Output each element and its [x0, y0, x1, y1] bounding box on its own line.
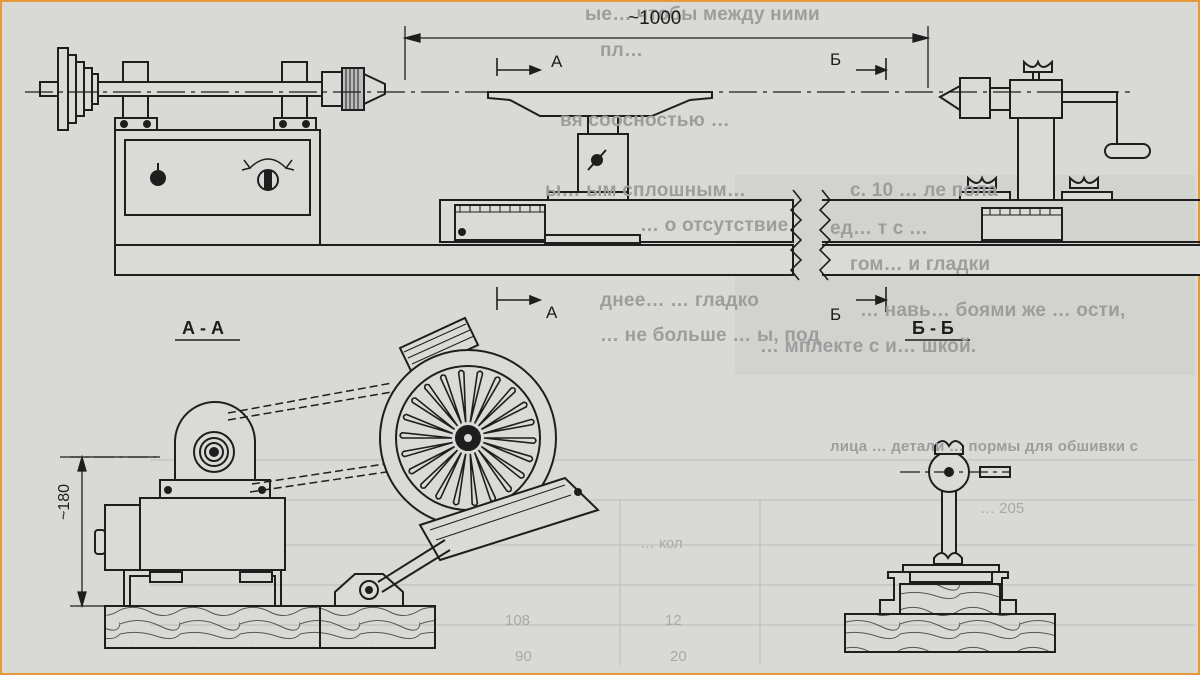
view-a-a-title: А - А — [182, 318, 224, 338]
dimension-height-label: ~180 — [56, 483, 73, 520]
fan-spoke — [480, 445, 525, 479]
tool-rest — [487, 91, 713, 201]
table-cell: … кол — [640, 535, 683, 552]
fan-spoke — [452, 453, 467, 506]
fan-spoke — [483, 441, 534, 463]
fan-spoke — [401, 441, 453, 458]
fan-spoke — [435, 452, 463, 500]
drive-belt — [227, 382, 393, 414]
rail-clamp — [454, 204, 641, 244]
bg-line: ед… т с … — [830, 218, 929, 239]
section-a-top-label: А — [551, 52, 563, 71]
fan-spoke — [473, 376, 501, 424]
section-marker-a — [496, 58, 543, 310]
table-caption: лица … детали … пормы для обшивки с — [830, 438, 1139, 455]
bg-line: пл… — [600, 40, 644, 61]
fan-spoke — [402, 413, 453, 435]
fan-spoke — [469, 370, 484, 423]
section-marker-b — [856, 58, 889, 312]
bg-line: вя соосностью … — [560, 110, 730, 131]
fan-spoke — [483, 418, 535, 435]
table-cell: 90 — [515, 648, 532, 665]
dimension-length — [402, 26, 931, 88]
lathe-elevation — [25, 26, 1200, 312]
bed-rail-right — [822, 245, 1200, 275]
fan-spoke — [477, 449, 513, 493]
section-a-bottom-label: А — [546, 303, 558, 322]
table-cell: 108 — [505, 612, 531, 629]
fan-spoke — [457, 369, 467, 423]
bg-line: гом… и гладки — [850, 254, 991, 275]
bg-line: … мплекте с и… шкой. — [760, 336, 977, 357]
wood-base-b — [844, 613, 1056, 653]
bg-line: ые… чтобы между ними — [585, 4, 820, 25]
motor-box — [139, 497, 286, 571]
bg-line: … навь… боями же … ости, — [860, 300, 1126, 321]
bg-line: днее… … гладко — [600, 290, 760, 311]
table-cell: 20 — [670, 648, 687, 665]
fan-spoke — [481, 401, 528, 431]
break-mark — [818, 189, 832, 281]
break-mark — [789, 189, 803, 281]
dimension-height — [70, 454, 160, 609]
dimension-length-label: ~1000 — [628, 8, 682, 29]
fan-spoke — [423, 383, 459, 427]
fan-spoke — [483, 437, 537, 445]
fan-spoke — [439, 374, 463, 424]
section-b-bottom-label: Б — [830, 305, 842, 324]
fan-spoke — [420, 449, 459, 489]
bed-rail — [114, 244, 794, 276]
bg-line: … о отсутствие — [640, 215, 789, 236]
view-b-b-title: Б - Б — [912, 318, 954, 338]
bg-line: ы… ым сплошным… — [545, 180, 747, 201]
hinge-bracket — [334, 539, 451, 607]
pulley — [57, 47, 99, 131]
bg-line: … не больше … ы, под — [600, 325, 820, 346]
drill-chuck — [321, 67, 386, 111]
table-cell: … 205 — [980, 500, 1025, 517]
section-b-b — [844, 339, 1056, 653]
table-cell: 12 — [665, 612, 682, 629]
electric-motor — [379, 316, 600, 562]
fan-spoke — [411, 397, 456, 431]
bg-line: с. 10 … ле пола — [850, 180, 998, 201]
fan-spoke — [477, 387, 516, 427]
wood-base — [104, 605, 436, 649]
fan-spoke — [469, 453, 479, 507]
fan-spoke — [408, 445, 455, 475]
fan-spoke — [399, 431, 453, 439]
section-a-a — [60, 316, 600, 649]
section-b-top-label: Б — [830, 50, 842, 69]
toggle-switch — [150, 170, 166, 186]
